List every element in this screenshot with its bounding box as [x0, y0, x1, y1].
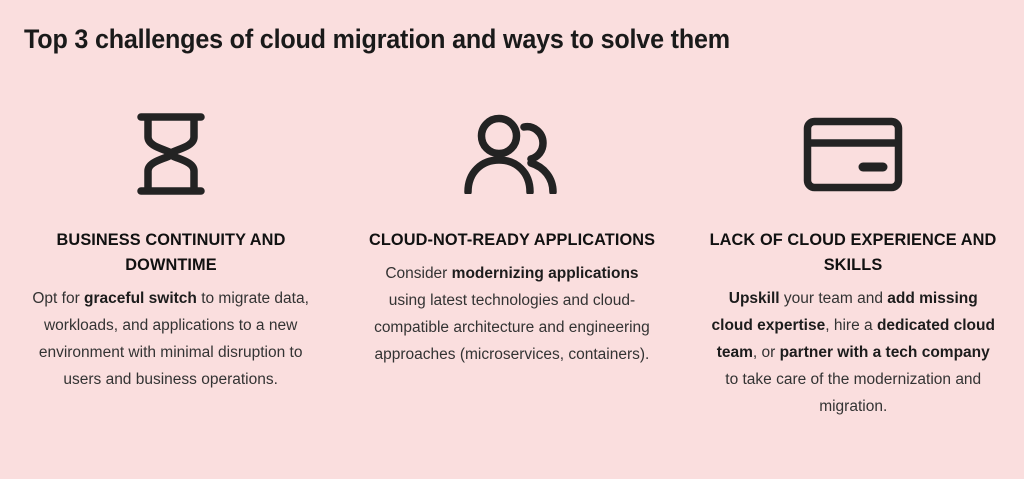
column-body: Opt for graceful switch to migrate data,… — [32, 290, 309, 388]
challenge-columns: BUSINESS CONTINUITY AND DOWNTIME Opt for… — [0, 108, 1024, 420]
hourglass-icon — [131, 108, 211, 200]
challenge-column-1: BUSINESS CONTINUITY AND DOWNTIME Opt for… — [0, 108, 341, 393]
column-heading: LACK OF CLOUD EXPERIENCE AND SKILLS — [709, 230, 997, 274]
credit-card-icon — [803, 108, 903, 200]
challenge-column-3: LACK OF CLOUD EXPERIENCE AND SKILLS Upsk… — [683, 108, 1024, 420]
column-body: Upskill your team and add missing cloud … — [711, 290, 995, 415]
challenge-column-2: CLOUD-NOT-READY APPLICATIONS Consider mo… — [341, 108, 682, 368]
column-heading: BUSINESS CONTINUITY AND DOWNTIME — [56, 230, 286, 274]
column-body: Consider modernizing applications using … — [374, 265, 650, 363]
column-heading: CLOUD-NOT-READY APPLICATIONS — [368, 230, 656, 249]
page-title: Top 3 challenges of cloud migration and … — [24, 24, 730, 54]
users-icon — [462, 108, 562, 200]
